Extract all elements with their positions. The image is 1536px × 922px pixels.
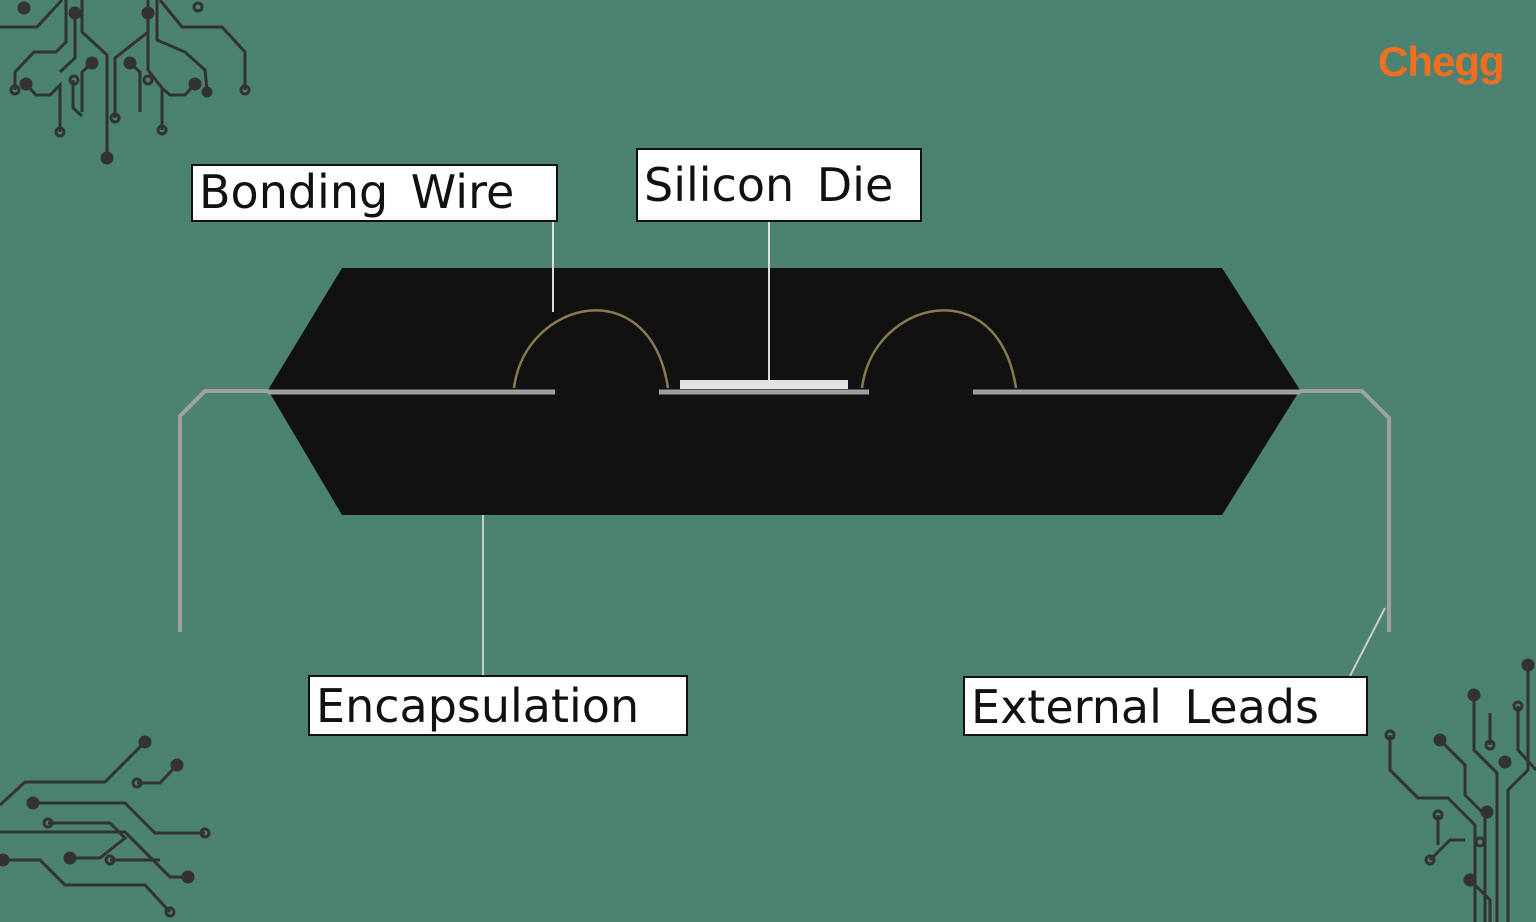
circuit-decoration-bottom-right	[1384, 658, 1536, 922]
label-bonding-wire: Bonding Wire	[191, 164, 558, 222]
circuit-decoration-top-left	[0, 0, 251, 165]
chegg-logo: Chegg	[1378, 38, 1505, 85]
bonding-wire-left	[512, 309, 670, 389]
leader-external-leads	[1349, 607, 1386, 677]
circuit-decoration-bottom-left	[0, 735, 211, 918]
silicon-die	[680, 380, 848, 389]
label-encapsulation: Encapsulation	[308, 675, 688, 736]
label-external-leads: External Leads	[963, 676, 1368, 736]
bonding-wire-right	[860, 309, 1018, 389]
label-silicon-die: Silicon Die	[636, 148, 922, 222]
